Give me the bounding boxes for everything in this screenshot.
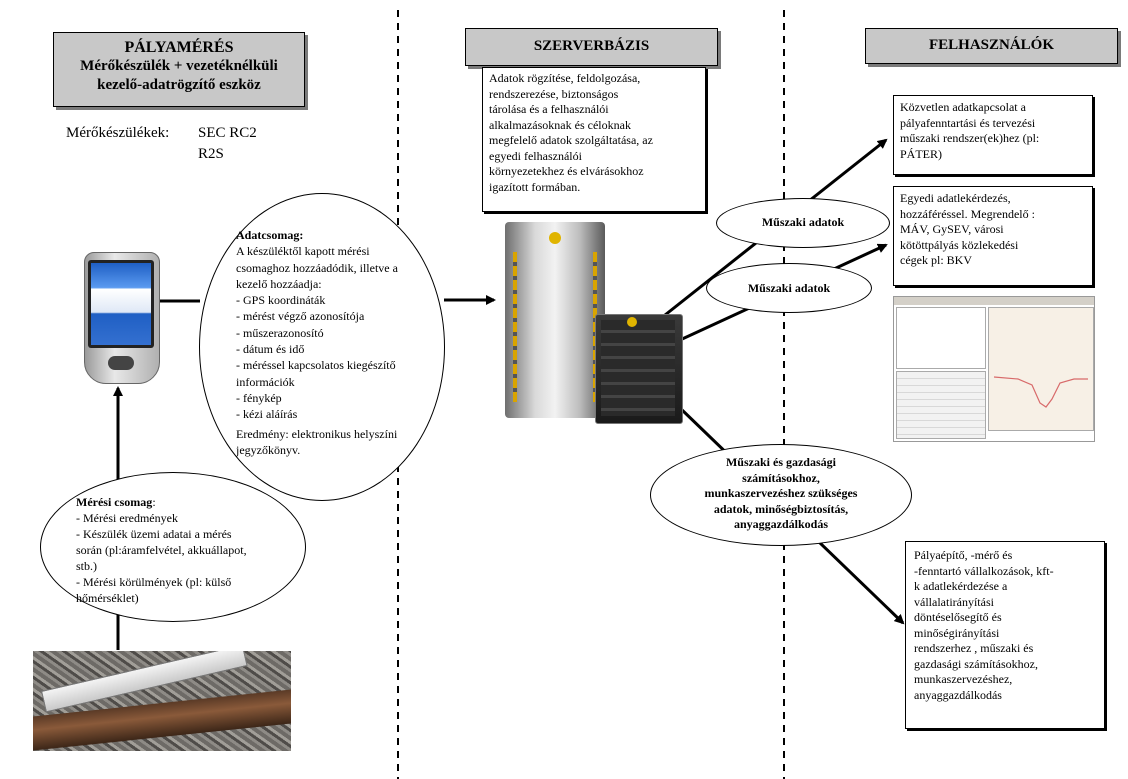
server-line: Adatok rögzítése, feldolgozása,: [489, 71, 641, 85]
user-box-pater: Közvetlen adatkapcsolat a pályafenntartá…: [893, 95, 1093, 175]
header-palyameres-subtitle-1: Mérőkészülék + vezetéknélküli: [80, 58, 278, 74]
user-box-pater-line: Közvetlen adatkapcsolat a: [900, 100, 1026, 114]
gazdasagi-line: Műszaki és gazdasági: [725, 455, 836, 469]
user-box-companies-line: döntéselősegítő és: [914, 610, 1002, 624]
user-box-companies-line: -fenntartó vállalkozások, kft-: [914, 563, 1054, 578]
adatcsomag-line: - kézi aláírás: [236, 407, 298, 422]
user-box-companies-line: munkaszervezéshez,: [914, 672, 1013, 686]
adatcsomag-line: kezelő hozzáadja:: [236, 276, 322, 291]
adatcsomag-line: - dátum és idő: [236, 342, 305, 357]
user-box-companies-line: Pályaépítő, -mérő és: [914, 548, 1013, 562]
user-box-companies-line: rendszerhez , műszaki és: [914, 641, 1034, 655]
device-sec-rc2: SEC RC2: [198, 125, 257, 141]
user-box-query-line: hozzáféréssel. Megrendelő :: [900, 206, 1035, 221]
user-box-query-line: cégek pl: BKV: [900, 253, 972, 267]
user-box-query-line: kötöttpályás közlekedési: [900, 237, 1019, 252]
header-palyameres-subtitle-2: kezelő-adatrögzítő eszköz: [97, 77, 261, 93]
server-line: tárolása és a felhasználói: [489, 102, 609, 116]
meresi-csomag-line: során (pl:áramfelvétel, akkuállapot,: [76, 543, 247, 557]
gazdasagi-ellipse: [650, 444, 912, 546]
meresi-csomag-colon: :: [152, 495, 156, 509]
muszaki-adatok-ellipse-1: [716, 198, 890, 248]
header-szerverbazis-title: SZERVERBÁZIS: [533, 38, 650, 54]
server-tower-image: [505, 222, 683, 424]
server-line: egyedi felhasználói: [489, 148, 582, 163]
user-box-pater-line: műszaki rendszer(ek)hez (pl:: [900, 131, 1040, 145]
devices-label: Mérőkészülékek:: [66, 125, 170, 141]
adatcsomag-line: - mérést végző azonosítója: [236, 309, 365, 324]
meresi-csomag-line: - Mérési körülmények (pl: külső: [76, 575, 232, 589]
gazdasagi-line: anyaggazdálkodás: [733, 517, 829, 531]
header-felhasznalok-title: FELHASZNÁLÓK: [928, 37, 1055, 53]
meresi-csomag-text: Mérési csomag: - Mérési eredmények - Kés…: [76, 494, 247, 606]
muszaki-adatok-ellipse-2: [706, 263, 872, 313]
meresi-csomag-ellipse: [40, 472, 306, 622]
adatcsomag-line: - méréssel kapcsolatos kiegészítő: [236, 358, 396, 373]
user-box-companies-line: k adatlekérdezése a: [914, 579, 1008, 593]
header-felhasznalok: FELHASZNÁLÓK: [865, 28, 1118, 64]
adatcsomag-result-2: jegyzőkönyv.: [236, 442, 301, 457]
adatcsomag-line: A készüléktől kapott mérési: [236, 244, 370, 259]
user-box-companies-line: anyaggazdálkodás: [914, 687, 1002, 702]
server-description-box: Adatok rögzítése, feldolgozása, rendszer…: [482, 67, 706, 212]
header-szerverbazis: SZERVERBÁZIS: [465, 28, 718, 66]
adatcsomag-line: - fénykép: [236, 390, 282, 405]
server-line: alkalmazásoknak és céloknak: [489, 117, 631, 132]
adatcsomag-line: - műszerazonosító: [236, 325, 324, 340]
gazdasagi-line: munkaszervezéshez szükséges: [704, 486, 858, 500]
software-screenshot: [893, 296, 1095, 442]
header-palyameres-title: PÁLYAMÉRÉS: [124, 39, 234, 56]
user-box-query-line: Egyedi adatlekérdezés,: [900, 191, 1011, 205]
server-line: környezetekhez és elvárásokhoz: [489, 164, 644, 178]
user-box-companies: Pályaépítő, -mérő és -fenntartó vállalko…: [905, 541, 1105, 729]
profile-curve: [993, 376, 1088, 408]
user-box-query: Egyedi adatlekérdezés, hozzáféréssel. Me…: [893, 186, 1093, 286]
user-box-companies-line: gazdasági számításokhoz,: [914, 656, 1038, 671]
rail-measurement-photo: [33, 651, 291, 751]
user-box-pater-line: pályafenntartási és tervezési: [900, 115, 1036, 130]
adatcsomag-line: csomaghoz hozzáadódik, illetve a: [236, 260, 398, 275]
meresi-csomag-title: Mérési csomag: [76, 495, 153, 509]
pda-device-image: [84, 252, 160, 384]
adatcsomag-line: információk: [236, 374, 295, 389]
server-line: rendszerezése, biztonságos: [489, 86, 619, 101]
meresi-csomag-line: - Mérési eredmények: [76, 511, 178, 525]
server-line: igazított formában.: [489, 179, 581, 194]
adatcsomag-text: Adatcsomag: A készüléktől kapott mérési …: [236, 227, 398, 458]
gazdasagi-line: adatok, minőségbiztosítás,: [713, 501, 849, 516]
meresi-csomag-line: hőmérséklet): [76, 591, 139, 605]
meresi-csomag-line: stb.): [76, 559, 97, 573]
muszaki-adatok-label-2: Műszaki adatok: [747, 281, 831, 295]
meresi-csomag-line: - Készülék üzemi adatai a mérés: [76, 527, 232, 541]
user-box-pater-line: PÁTER): [900, 146, 942, 161]
user-box-companies-line: vállalatirányítási: [914, 594, 994, 609]
adatcsomag-ellipse: [199, 193, 445, 501]
header-palyameres: PÁLYAMÉRÉS Mérőkészülék + vezetéknélküli…: [53, 32, 305, 107]
user-box-companies-line: minőségirányítási: [914, 625, 1000, 640]
gazdasagi-line: számításokhoz,: [742, 470, 820, 485]
adatcsomag-result-1: Eredmény: elektronikus helyszíni: [236, 426, 398, 441]
adatcsomag-title: Adatcsomag:: [236, 228, 304, 242]
muszaki-adatok-label-1: Műszaki adatok: [761, 215, 845, 229]
device-r2s: R2S: [198, 146, 224, 162]
server-line: megfelelő adatok szolgáltatása, az: [489, 133, 653, 147]
gazdasagi-text: Műszaki és gazdasági számításokhoz, munk…: [650, 455, 912, 533]
user-box-query-line: MÁV, GySEV, városi: [900, 222, 1004, 236]
adatcsomag-line: - GPS koordináták: [236, 293, 326, 308]
